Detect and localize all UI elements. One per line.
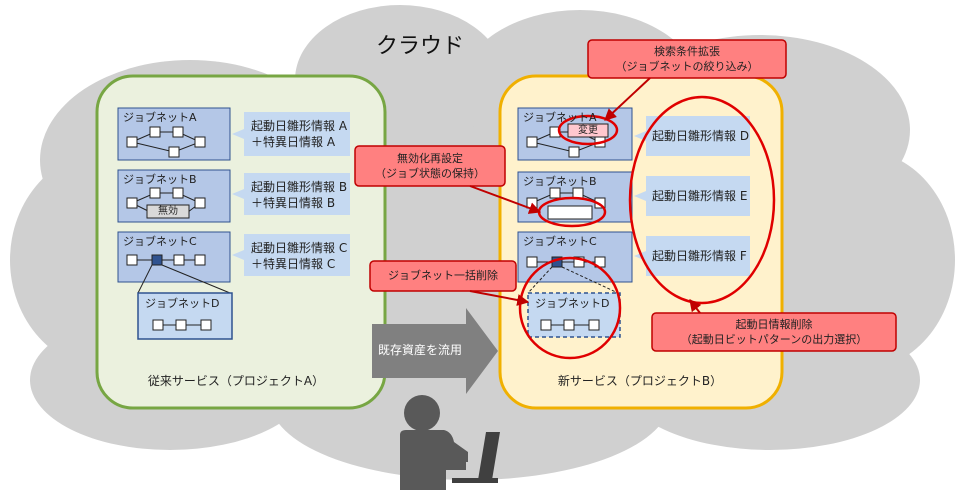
callout-search-line1: 検索条件拡張 — [654, 45, 720, 58]
left-jobnet-c-name: ジョブネットC — [123, 235, 197, 248]
callout-reset-line2: （ジョブ状態の保持） — [375, 167, 485, 180]
left-jobnet-a-name: ジョブネットA — [123, 111, 197, 124]
right-jobnet-a-name: ジョブネットA — [523, 111, 597, 124]
right-jobnet-d-name: ジョブネットD — [535, 297, 610, 310]
callout-pointers — [469, 77, 702, 314]
callout-date-delete-line2: （起動日ビットパターンの出力選択） — [680, 333, 868, 346]
left-jobnet-c — [117, 231, 231, 294]
left-info-b-line2: ＋特異日情報 B — [251, 196, 336, 210]
left-jobnet-d-name: ジョブネットD — [145, 297, 220, 310]
left-info-c-line1: 起動日雛形情報 C — [251, 241, 348, 255]
left-disabled-label: 無効 — [158, 206, 178, 217]
right-info-d: 起動日雛形情報 D — [652, 129, 750, 143]
left-info-c-line2: ＋特異日情報 C — [251, 257, 336, 271]
left-jobnet-b-name: ジョブネットB — [123, 173, 197, 186]
left-info-a-line2: ＋特異日情報 A — [251, 135, 336, 149]
right-info-boxes — [634, 116, 750, 276]
cloud-title: クラウド — [376, 34, 465, 59]
callout-boxes — [354, 39, 897, 352]
right-jobnet-c-name: ジョブネットC — [523, 235, 597, 248]
right-service-title: 新サービス（プロジェクトB） — [557, 374, 723, 388]
migration-arrow-label: 既存資産を流用 — [378, 343, 463, 357]
left-jobnet-d — [137, 292, 233, 340]
callout-bulk-delete: ジョブネット一括削除 — [388, 269, 498, 282]
callout-search-line2: （ジョブネットの絞り込み） — [615, 60, 759, 73]
callout-reset-line1: 無効化再設定 — [397, 152, 463, 165]
right-jobnet-d — [527, 292, 621, 338]
right-change-label: 変更 — [578, 125, 598, 136]
right-jobnet-b-name: ジョブネットB — [523, 175, 597, 188]
left-info-a-line1: 起動日雛形情報 A — [251, 119, 348, 133]
callout-date-delete-line1: 起動日情報削除 — [735, 318, 813, 331]
left-info-boxes — [232, 112, 350, 276]
left-service-title: 従来サービス（プロジェクトA） — [147, 374, 325, 388]
highlight-ellipses — [518, 95, 776, 360]
left-jobnet-a — [117, 107, 231, 161]
right-info-f: 起動日雛形情報 F — [652, 249, 747, 263]
right-info-e: 起動日雛形情報 E — [652, 189, 748, 203]
migration-arrow — [372, 308, 498, 394]
left-jobnet-b — [117, 169, 231, 223]
left-info-b-line1: 起動日雛形情報 B — [251, 180, 348, 194]
user-at-laptop-icon — [400, 395, 500, 490]
